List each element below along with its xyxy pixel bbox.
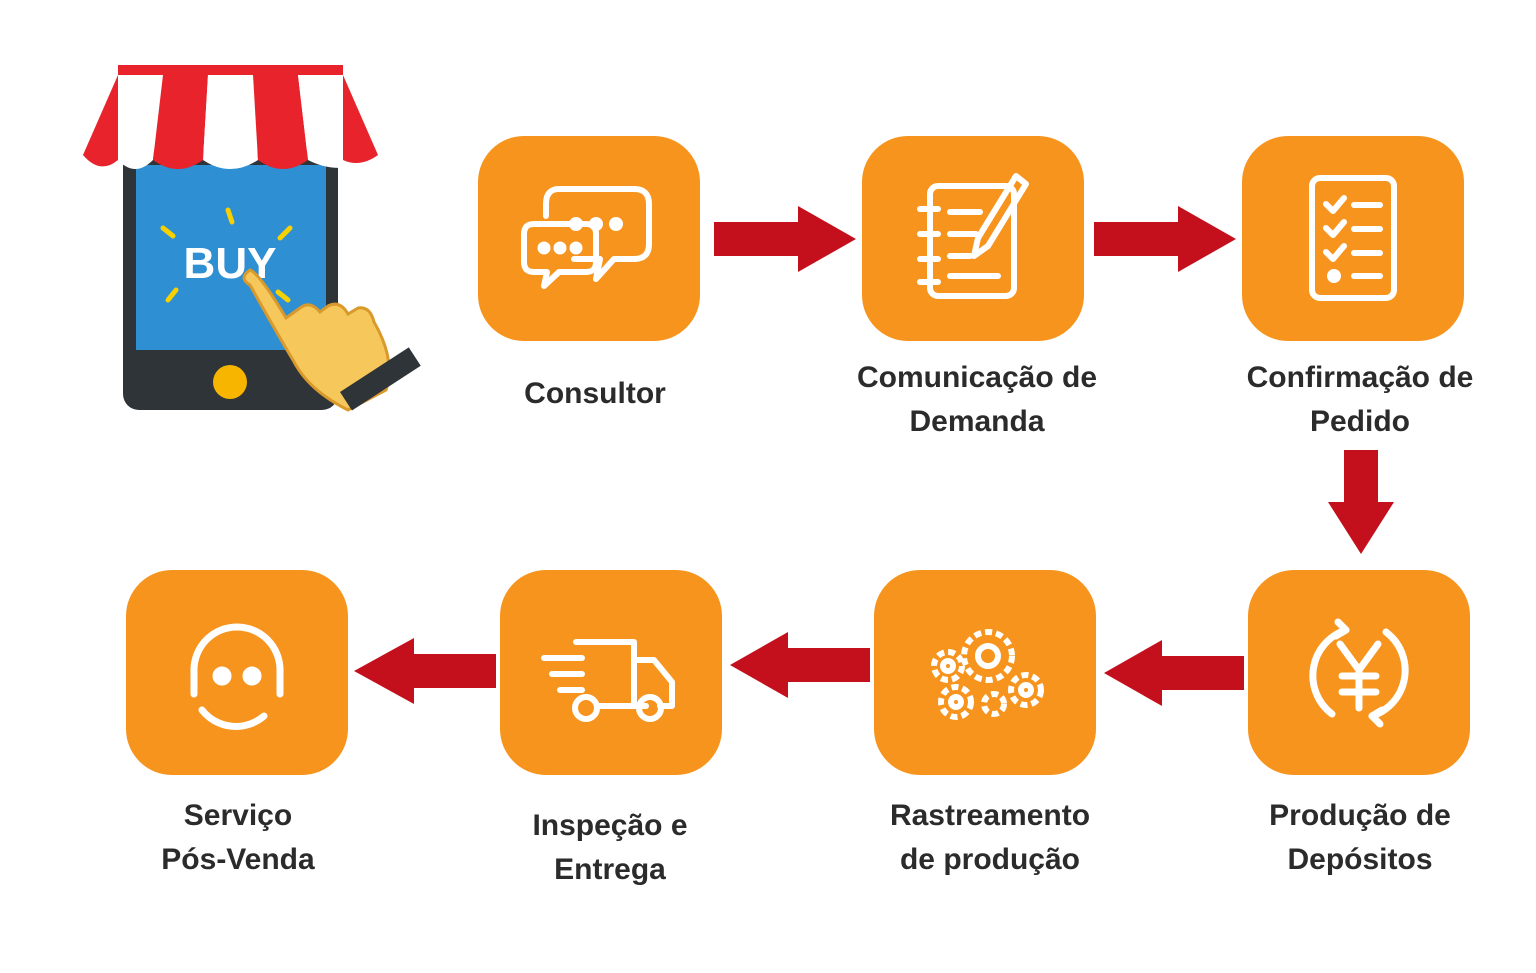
yen-cycle-icon: [1309, 618, 1409, 727]
notepad-pen-icon: [917, 172, 1029, 299]
step-pos-venda-tile: [126, 570, 348, 775]
arrow-right-2: [1094, 206, 1236, 272]
step-producao-depositos-tile: [1248, 570, 1470, 775]
step-confirmacao-tile: [1242, 136, 1464, 341]
arrow-down: [1328, 450, 1394, 554]
step-comunicacao-tile: [862, 136, 1084, 341]
chat-bubbles-icon: [521, 185, 652, 289]
gears-icon: [931, 628, 1044, 720]
step-consultor-label: Consultor: [524, 377, 666, 410]
step-consultor-tile: [478, 136, 700, 341]
step-rastreamento-label: Rastreamento de produção: [889, 799, 1091, 876]
headset-support-icon: [190, 623, 284, 730]
sparkle-icon: [160, 207, 293, 303]
pointing-hand-icon: [242, 268, 421, 412]
step-confirmacao-label: Confirmação de Pedido: [1246, 361, 1474, 438]
step-producao-depositos-label: Produção de Depósitos: [1269, 799, 1451, 876]
step-inspecao-tile: [500, 570, 722, 775]
step-rastreamento-tile: [874, 570, 1096, 775]
arrow-right-1: [714, 206, 856, 272]
step-inspecao-label: Inspeção e Entrega: [532, 809, 688, 886]
step-pos-venda-label: Serviço Pós-Venda: [161, 799, 315, 876]
shop-tablet-illustration: BUY: [83, 65, 421, 412]
checklist-icon: [1309, 174, 1397, 301]
arrow-left-1: [1104, 640, 1244, 706]
delivery-truck-icon: [541, 638, 675, 722]
arrow-left-3: [354, 638, 496, 704]
arrow-left-2: [730, 632, 870, 698]
step-comunicacao-label: Comunicação de Demanda: [856, 361, 1098, 438]
home-button-icon: [213, 365, 247, 399]
awning-icon: [83, 65, 378, 169]
